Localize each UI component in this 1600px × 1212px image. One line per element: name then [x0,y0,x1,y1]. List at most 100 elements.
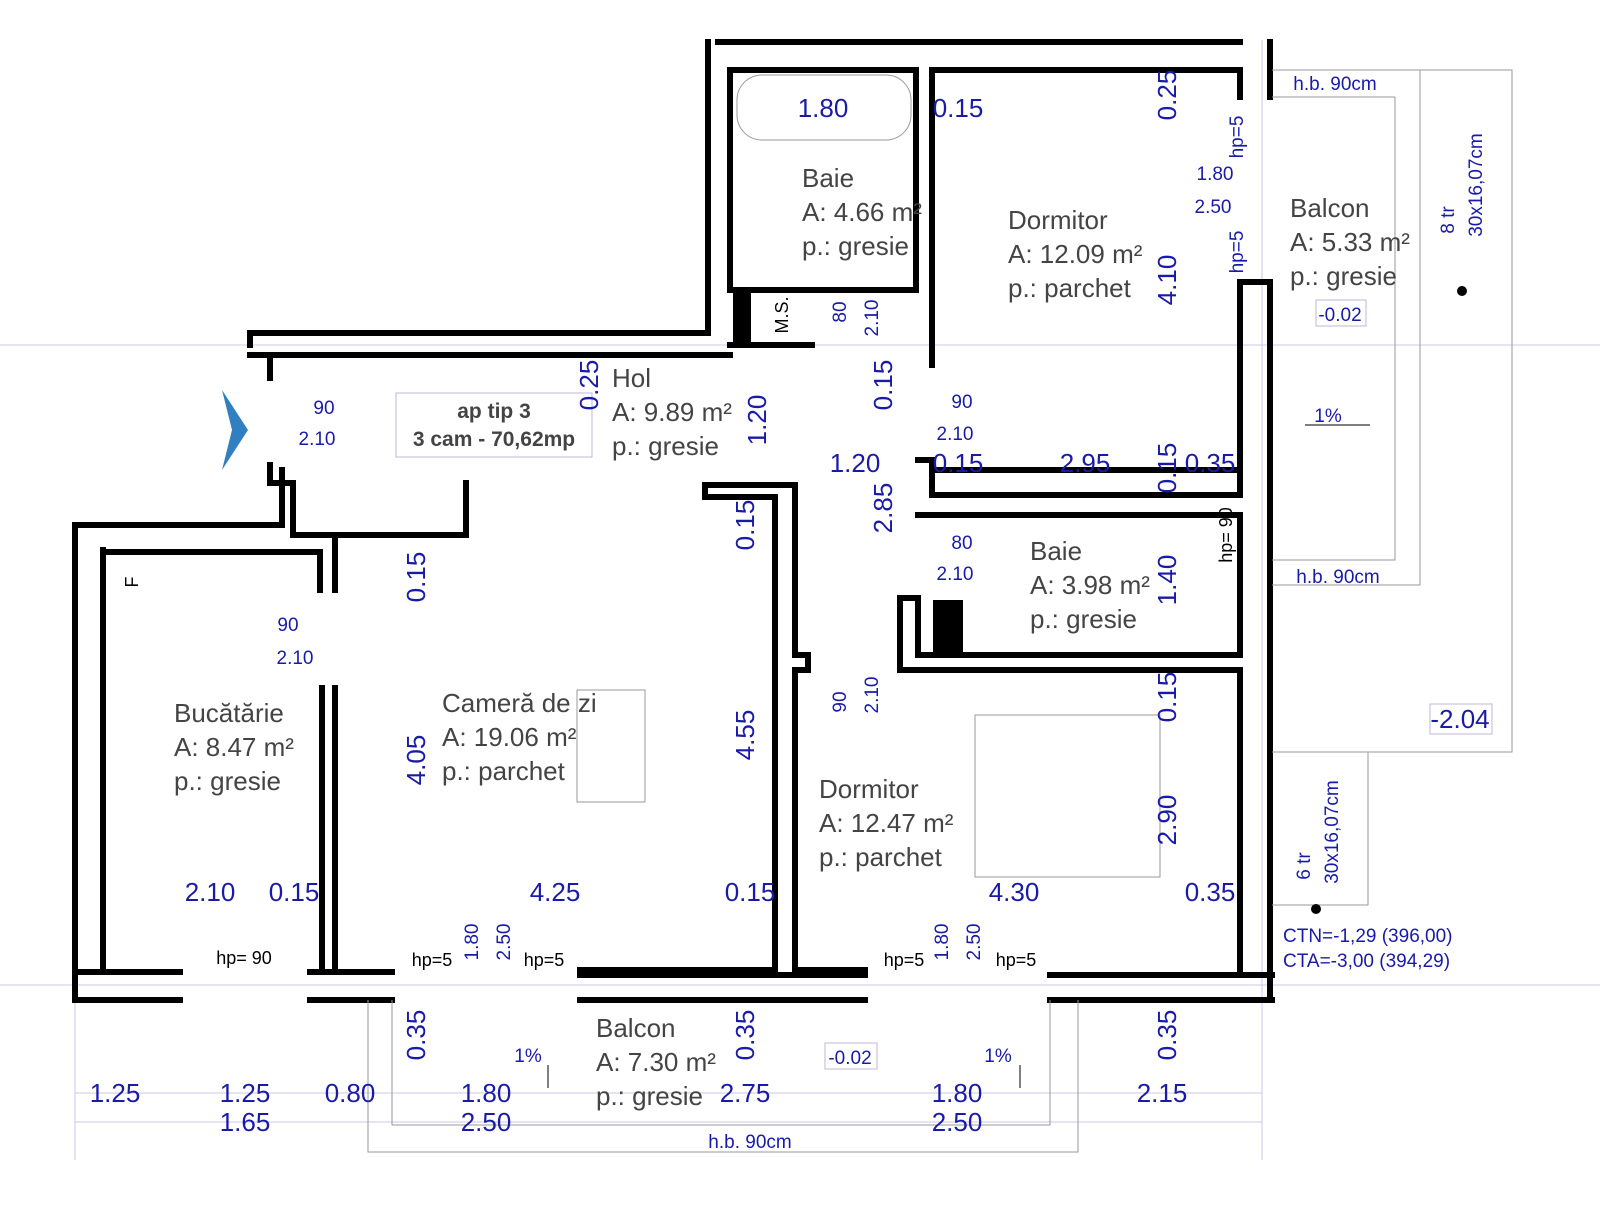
note-label: hp=5 [524,950,565,970]
vertical-dimension-label: 0.35 [401,1010,431,1061]
dimension-label: 2.10 [299,429,336,450]
dimension-label: 1.80 [798,93,849,123]
room-area: A: 8.47 m² [174,732,294,762]
vertical-dimension-label: 2.50 [964,924,985,961]
vertical-dimension-label: 1.80 [462,924,483,961]
room-floor: p.: gresie [1290,261,1397,291]
vertical-dimension-label: 0.25 [574,360,604,411]
vertical-dimension-label: 8 tr [1438,206,1459,234]
dimension-label: 0.15 [933,93,984,123]
dimension-label: 4.30 [989,877,1040,907]
dimension-label: 1.25 [90,1078,141,1108]
room-name: Hol [612,363,651,393]
apartment-summary: 3 cam - 70,62mp [413,428,575,451]
vertical-dimension-label: 0.15 [868,360,898,411]
room-area: A: 3.98 m² [1030,570,1150,600]
vertical-dimension-label: hp=5 [1227,231,1248,274]
dimension-label: 2.50 [461,1107,512,1137]
vertical-dimension-label: 1.80 [932,924,953,961]
dimension-label: 1.80 [932,1078,983,1108]
dimension-label: 0.35 [1185,877,1236,907]
vertical-dimension-label: 2.10 [862,677,883,714]
vertical-dimension-label: 0.15 [1152,443,1182,494]
room-name: Dormitor [1008,205,1108,235]
dimension-label: 80 [951,533,972,554]
vertical-dimension-label: 2.90 [1152,795,1182,846]
room-name: Baie [802,163,854,193]
vertical-dimension-label: 1.20 [742,395,772,446]
exterior-outlines [367,69,1513,1153]
elevation-box [1429,703,1493,735]
note-label: hp= 90 [216,948,272,968]
vertical-dimension-label: 30x16,07cm [1466,133,1487,237]
dimension-label: 0.15 [933,448,984,478]
elevation-box [824,1042,878,1070]
room-floor: p.: gresie [596,1081,703,1111]
elevation-label: -0.02 [828,1048,871,1069]
ctn-level: CTN=-1,29 (396,00) [1283,926,1453,947]
railing-label: h.b. 90cm [708,1132,791,1153]
vertical-dimension-label: 30x16,07cm [1322,780,1343,884]
room-area: A: 12.09 m² [1008,239,1143,269]
dimension-label: 4.25 [530,877,581,907]
apartment-type: ap tip 3 [457,400,531,423]
room-name: Baie [1030,536,1082,566]
dimension-label: 90 [277,615,298,636]
room-floor: p.: gresie [174,766,281,796]
dimension-label: 2.15 [1137,1078,1188,1108]
slope-label: 1% [1314,406,1342,427]
vertical-dimension-label: 0.35 [1152,1010,1182,1061]
dimension-label: 0.15 [269,877,320,907]
dimension-label: 2.75 [720,1078,771,1108]
room-area: A: 12.47 m² [819,808,954,838]
note-label: hp=5 [412,950,453,970]
dimension-label: 2.50 [1195,197,1232,218]
dimension-label: 1.65 [220,1107,271,1137]
room-area: A: 4.66 m² [802,197,922,227]
vertical-dimension-label: 80 [830,301,851,322]
room-area: A: 19.06 m² [442,722,577,752]
dimension-label: 2.10 [185,877,236,907]
vertical-dimension-label: 0.15 [401,552,431,603]
dimension-label: 0.35 [1185,448,1236,478]
vertical-dimension-label: 2.10 [862,300,883,337]
elevation-box [1315,299,1367,327]
vertical-dimension-label: 4.10 [1152,255,1182,306]
slope-label: 1% [514,1046,542,1067]
elevation-label: -0.02 [1318,305,1361,326]
vertical-dimension-label: hp=5 [1227,116,1248,159]
note-label: M.S. [772,296,792,333]
note-label: hp=5 [884,950,925,970]
elevation-label: -2.04 [1430,704,1489,734]
vertical-dimension-label: 90 [830,691,851,712]
entry-arrow-icon [222,390,248,470]
walls [72,39,1275,1003]
dimension-label: 2.10 [277,648,314,669]
dimension-label: 1.80 [461,1078,512,1108]
vertical-dimension-label: 6 tr [1294,852,1315,880]
stair-marker-top [1457,286,1467,296]
room-name: Dormitor [819,774,919,804]
dimension-label: 0.80 [325,1078,376,1108]
note-label: hp=5 [996,950,1037,970]
room-name: Balcon [1290,193,1370,223]
dimension-label: 2.10 [937,424,974,445]
dimension-label: 2.50 [932,1107,983,1137]
railing-label: h.b. 90cm [1296,567,1379,588]
slope-label: 1% [984,1046,1012,1067]
dimension-label: 1.20 [830,448,881,478]
room-floor: p.: parchet [819,842,943,872]
vertical-dimension-label: 2.85 [868,483,898,534]
vertical-dimension-label: 4.05 [401,735,431,786]
vertical-dimension-label: 0.25 [1152,70,1182,121]
room-floor: p.: gresie [612,431,719,461]
room-area: A: 5.33 m² [1290,227,1410,257]
dimension-label: 0.15 [725,877,776,907]
room-floor: p.: gresie [1030,604,1137,634]
room-area: A: 9.89 m² [612,397,732,427]
vertical-dimension-label: 1.40 [1152,555,1182,606]
room-floor: p.: gresie [802,231,909,261]
apartment-label-box [395,392,593,458]
vertical-dimension-label: 2.50 [494,924,515,961]
